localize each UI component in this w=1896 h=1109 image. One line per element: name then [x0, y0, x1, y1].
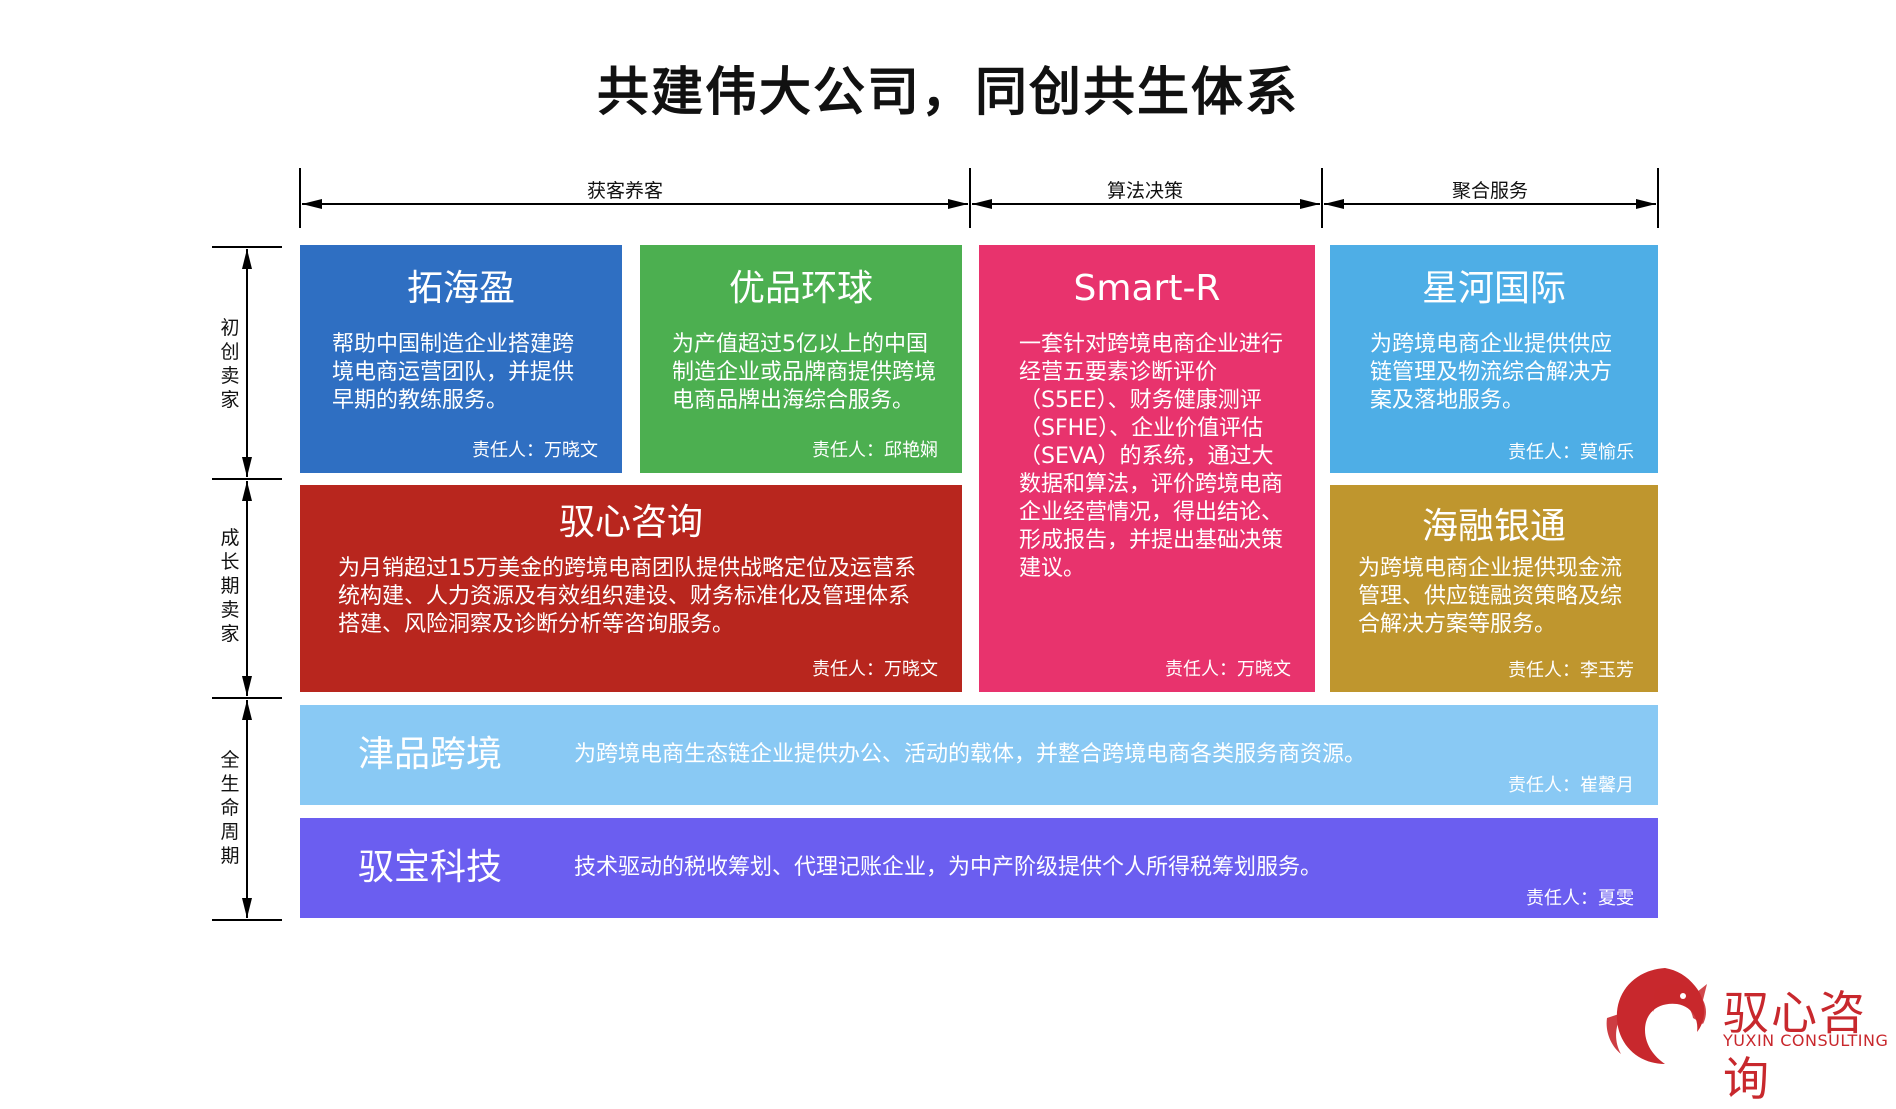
card-desc: 为月销超过15万美金的跨境电商团队提供战略定位及运营系统构建、人力资源及有效组织…: [338, 556, 916, 637]
card-owner: 责任人：万晓文: [1165, 659, 1291, 680]
band-desc: 技术驱动的税收筹划、代理记账企业，为中产阶级提供个人所得税筹划服务。: [574, 855, 1323, 880]
card-yuxin: 驭心咨询 为月销超过15万美金的跨境电商团队提供战略定位及运营系统构建、人力资源…: [300, 485, 962, 692]
card-title: Smart-R: [1073, 268, 1221, 309]
row-label-growth: 成长期卖家: [220, 527, 240, 645]
card-hairong: 海融银通 为跨境电商企业提供现金流管理、供应链融资策略及综合解决方案等服务。 责…: [1330, 485, 1658, 692]
card-owner: 责任人：万晓文: [812, 659, 938, 680]
card-title: 拓海盈: [406, 268, 515, 309]
card-owner: 责任人：李玉芳: [1508, 660, 1634, 681]
card-youpin: 优品环球 为产值超过5亿以上的中国制造企业或品牌商提供跨境电商品牌出海综合服务。…: [640, 245, 962, 473]
band-title: 津品跨境: [357, 734, 502, 775]
card-owner: 责任人：邱艳娴: [812, 440, 938, 461]
card-desc: 为跨境电商企业提供供应链管理及物流综合解决方案及落地服务。: [1370, 332, 1613, 413]
band-owner: 责任人：夏雯: [1526, 888, 1634, 909]
logo-en-text: YUXIN CONSULTING: [1723, 1031, 1889, 1050]
card-title: 驭心咨询: [558, 502, 703, 543]
card-tuohaiying: 拓海盈 帮助中国制造企业搭建跨境电商运营团队，并提供早期的教练服务。 责任人：万…: [300, 245, 622, 473]
band-title: 驭宝科技: [357, 847, 502, 888]
row-label-lifecycle: 全生命周期: [220, 749, 240, 867]
band-owner: 责任人：崔馨月: [1508, 775, 1634, 796]
dimension-lines: [212, 168, 1659, 921]
card-title: 海融银通: [1421, 506, 1566, 547]
card-desc: 为产值超过5亿以上的中国制造企业或品牌商提供跨境电商品牌出海综合服务。: [672, 332, 937, 413]
column-label-algorithm: 算法决策: [1106, 180, 1183, 202]
card-smart-r: Smart-R 一套针对跨境电商企业进行经营五要素诊断评价（S5EE）、财务健康…: [979, 245, 1315, 692]
band-yubao: 驭宝科技 技术驱动的税收筹划、代理记账企业，为中产阶级提供个人所得税筹划服务。 …: [300, 818, 1658, 918]
card-desc: 帮助中国制造企业搭建跨境电商运营团队，并提供早期的教练服务。: [332, 332, 575, 413]
yuxin-logo-icon: [1606, 968, 1707, 1064]
band-jinpin: 津品跨境 为跨境电商生态链企业提供办公、活动的载体，并整合跨境电商各类服务商资源…: [300, 705, 1658, 805]
column-label-acquire: 获客养客: [586, 180, 663, 202]
card-xinghe: 星河国际 为跨境电商企业提供供应链管理及物流综合解决方案及落地服务。 责任人：莫…: [1330, 245, 1658, 473]
column-label-aggregate: 聚合服务: [1451, 180, 1528, 202]
card-desc: 为跨境电商企业提供现金流管理、供应链融资策略及综合解决方案等服务。: [1358, 556, 1623, 637]
row-label-startup: 初创卖家: [220, 317, 240, 411]
card-title: 星河国际: [1421, 268, 1566, 309]
page-title: 共建伟大公司，同创共生体系: [596, 63, 1299, 123]
card-owner: 责任人：万晓文: [472, 440, 598, 461]
band-desc: 为跨境电商生态链企业提供办公、活动的载体，并整合跨境电商各类服务商资源。: [574, 742, 1367, 767]
card-desc: 一套针对跨境电商企业进行经营五要素诊断评价（S5EE）、财务健康测评（SFHE）…: [1019, 332, 1284, 581]
card-title: 优品环球: [728, 268, 873, 309]
card-owner: 责任人：莫愉乐: [1508, 442, 1634, 463]
